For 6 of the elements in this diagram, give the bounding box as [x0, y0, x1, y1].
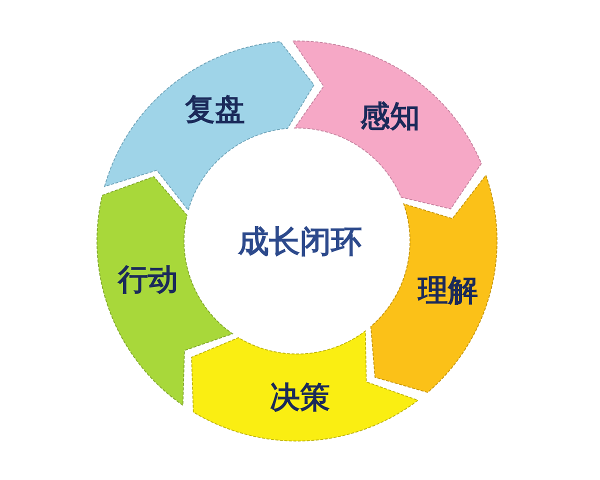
segment-label: 行动: [118, 264, 178, 296]
segment-label: 复盘: [185, 94, 245, 126]
segment-label: 决策: [270, 382, 330, 414]
segment-label: 理解: [418, 274, 478, 308]
hub-label: 成长闭环: [238, 224, 362, 260]
segment-label: 感知: [360, 100, 420, 134]
